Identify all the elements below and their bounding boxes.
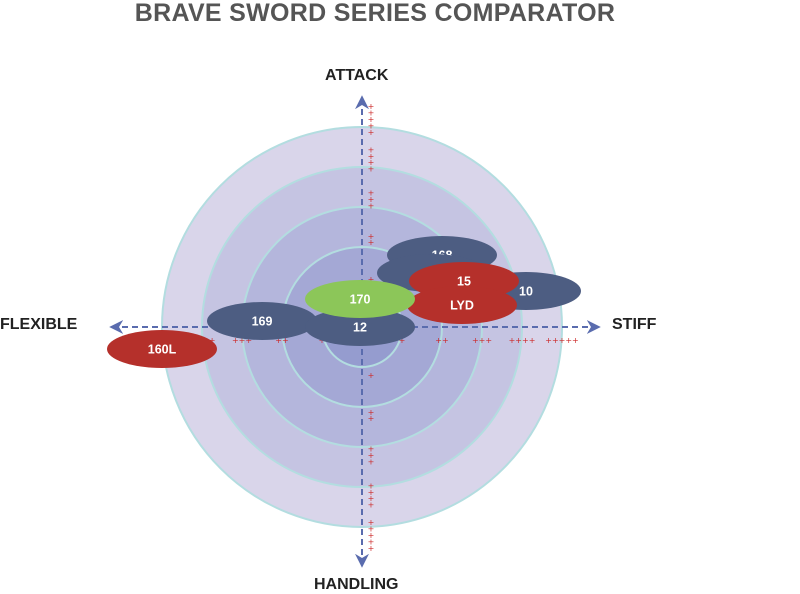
model-label: 15 bbox=[457, 275, 471, 289]
flexible-mark: +++ bbox=[232, 336, 252, 345]
axis-label-attack: ATTACK bbox=[325, 67, 389, 84]
attack-mark: + bbox=[368, 275, 375, 284]
attack-mark: +++ bbox=[368, 189, 375, 211]
stiff-mark: ++++ bbox=[509, 336, 536, 345]
stiff-mark: + bbox=[399, 336, 406, 345]
axis-label-flexible: FLEXIBLE bbox=[0, 316, 78, 333]
model-ellipse bbox=[305, 308, 415, 346]
model-ellipse bbox=[305, 280, 415, 318]
model-markers: 160L16912168111015LYD170 bbox=[107, 236, 581, 368]
handling-mark: + bbox=[368, 371, 375, 380]
model-ellipse bbox=[207, 302, 317, 340]
model-ellipse bbox=[407, 286, 517, 324]
flexible-mark: ++ bbox=[275, 336, 288, 345]
model-label: 12 bbox=[353, 321, 367, 335]
handling-mark: ++++ bbox=[368, 481, 375, 509]
stiff-mark: +++++ bbox=[545, 336, 579, 345]
model-lyd: LYD bbox=[407, 286, 517, 324]
attack-mark: ++++ bbox=[368, 145, 375, 173]
model-160l: 160L bbox=[107, 330, 217, 368]
stiff-mark: +++ bbox=[472, 336, 492, 345]
model-label: 170 bbox=[350, 293, 371, 307]
model-12: 12 bbox=[305, 308, 415, 346]
handling-mark: +++++ bbox=[368, 518, 375, 553]
model-169: 169 bbox=[207, 302, 317, 340]
model-label: LYD bbox=[450, 299, 474, 313]
model-ellipse bbox=[107, 330, 217, 368]
model-label: 160L bbox=[148, 343, 177, 357]
handling-mark: ++ bbox=[368, 408, 375, 423]
page-title: BRAVE SWORD SERIES COMPARATOR bbox=[134, 0, 616, 27]
model-label: 10 bbox=[519, 285, 533, 299]
axis-label-stiff: STIFF bbox=[612, 316, 657, 333]
axis-label-handling: HANDLING bbox=[314, 576, 399, 593]
attack-mark: ++ bbox=[368, 232, 375, 247]
stiff-mark: ++ bbox=[435, 336, 448, 345]
attack-mark: +++++ bbox=[368, 102, 375, 137]
model-170: 170 bbox=[305, 280, 415, 318]
model-label: 169 bbox=[252, 315, 273, 329]
handling-mark: +++ bbox=[368, 445, 375, 467]
